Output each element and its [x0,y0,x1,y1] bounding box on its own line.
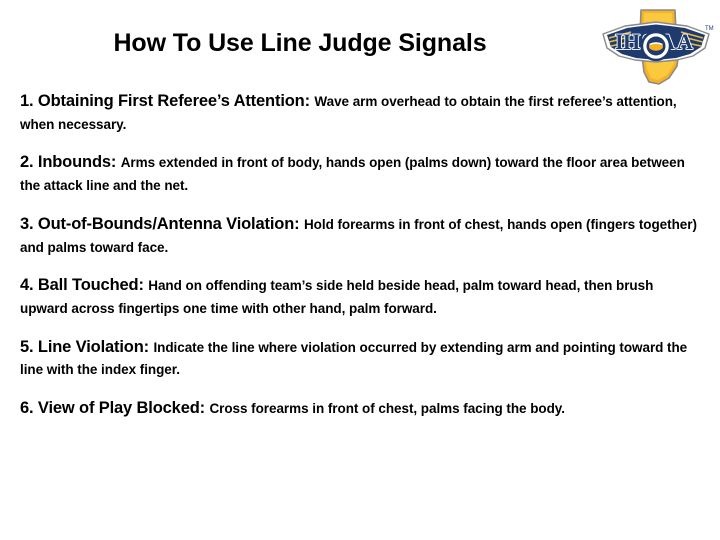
signal-heading: 3. Out-of-Bounds/Antenna Violation: [20,214,300,233]
signal-description: Indicate the line where violation occurr… [20,339,688,378]
signal-heading: 2. Inbounds: [20,153,117,172]
signal-description: Arms extended in front of body, hands op… [20,155,685,194]
svg-text:A: A [677,29,693,54]
signal-heading: 5. Line Violation: [20,337,150,356]
svg-text:I: I [615,29,624,54]
svg-text:H: H [623,29,640,54]
page-title: How To Use Line Judge Signals [113,29,487,57]
ihsaa-logo: I H S A A TM [597,4,715,88]
list-item: 4. Ball Touched: Hand on offending team’… [20,274,704,320]
list-item: 2. Inbounds: Arms extended in front of b… [20,151,704,197]
list-item: 5. Line Violation: Indicate the line whe… [20,336,704,382]
list-item: 3. Out-of-Bounds/Antenna Violation: Hold… [20,213,704,259]
signal-heading: 6. View of Play Blocked: [20,399,205,418]
signal-description: Hold forearms in front of chest, hands o… [20,216,697,255]
list-item: 6. View of Play Blocked: Cross forearms … [20,397,704,421]
logo-ring-emblem [640,30,672,62]
signal-heading: 4. Ball Touched: [20,276,144,295]
signal-description: Hand on offending team’s side held besid… [20,278,654,317]
signal-heading: 1. Obtaining First Referee’s Attention: [20,92,310,110]
signal-description: Wave arm overhead to obtain the first re… [20,94,677,132]
list-item: 1. Obtaining First Referee’s Attention: … [20,90,704,136]
signal-description: Cross forearms in front of chest, palms … [209,401,565,417]
slide-header: How To Use Line Judge Signals [0,0,720,88]
signal-list: 1. Obtaining First Referee’s Attention: … [20,90,704,421]
trademark-mark: TM [705,26,714,32]
